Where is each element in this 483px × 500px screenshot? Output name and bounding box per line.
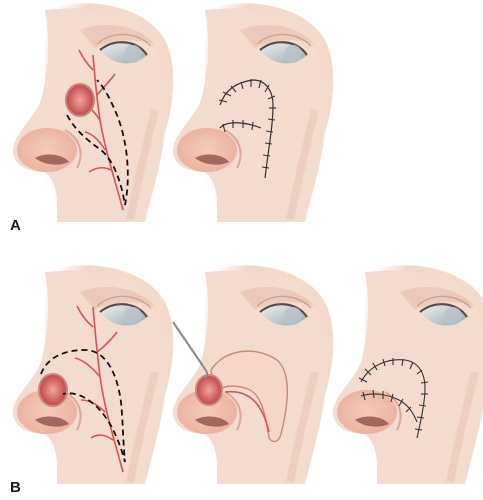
- lesion: [65, 83, 95, 117]
- suture-line: [219, 79, 274, 179]
- flap-incision-outline: [66, 79, 129, 206]
- panel-label-a: A: [10, 217, 21, 234]
- skin-hook: [172, 321, 209, 379]
- suture-stitches: [358, 358, 429, 439]
- suture-stitches: [218, 79, 276, 169]
- raised-flap: [210, 350, 288, 443]
- panel-b1: [13, 265, 173, 484]
- panel-a2: [173, 3, 333, 222]
- vessel-lines: [76, 49, 124, 211]
- panel-b3: [333, 265, 483, 484]
- lesion: [195, 374, 223, 406]
- flap-incision-outline: [40, 349, 126, 463]
- panel-label-b: B: [10, 479, 21, 496]
- vessel-lines: [74, 305, 124, 473]
- lesion: [38, 373, 68, 407]
- panel-a1: [13, 3, 173, 222]
- panel-b2: [173, 265, 333, 484]
